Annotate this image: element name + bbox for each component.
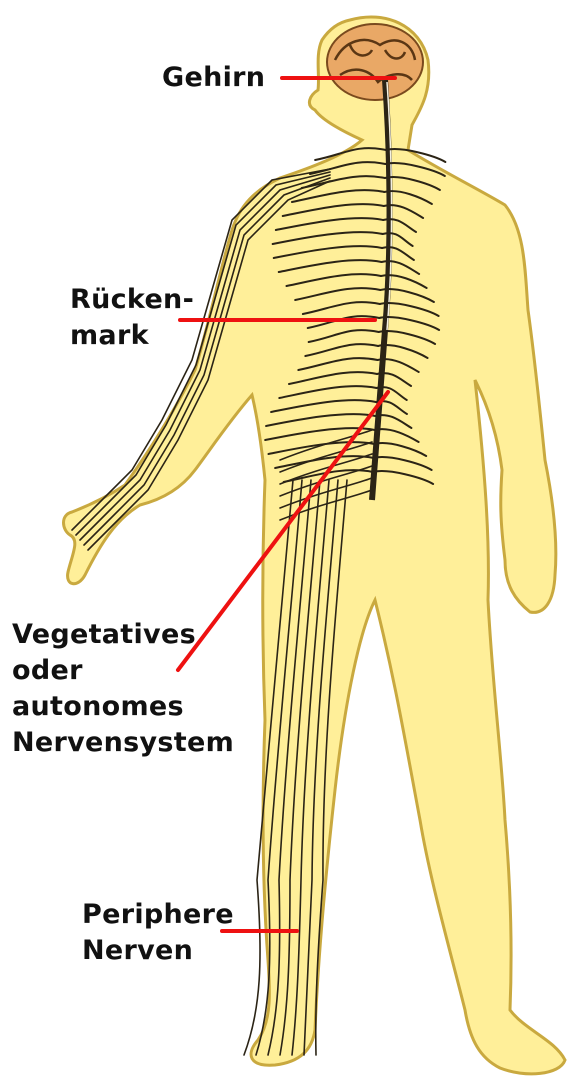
label-rueckenmark-line2: mark (70, 318, 194, 354)
label-rueckenmark: Rücken- mark (70, 282, 194, 354)
label-vegetatives-line4: Nervensystem (12, 725, 234, 761)
label-vegetatives-nervensystem: Vegetatives oder autonomes Nervensystem (12, 617, 234, 761)
label-periphere-nerven: Periphere Nerven (82, 897, 234, 969)
label-periphere-line1: Periphere (82, 897, 234, 933)
label-vegetatives-line1: Vegetatives (12, 617, 234, 653)
label-rueckenmark-line1: Rücken- (70, 282, 194, 318)
label-periphere-line2: Nerven (82, 933, 234, 969)
brain (327, 24, 423, 100)
label-gehirn-text: Gehirn (162, 60, 265, 96)
label-gehirn: Gehirn (162, 60, 265, 96)
label-vegetatives-line2: oder (12, 653, 234, 689)
label-vegetatives-line3: autonomes (12, 689, 234, 725)
